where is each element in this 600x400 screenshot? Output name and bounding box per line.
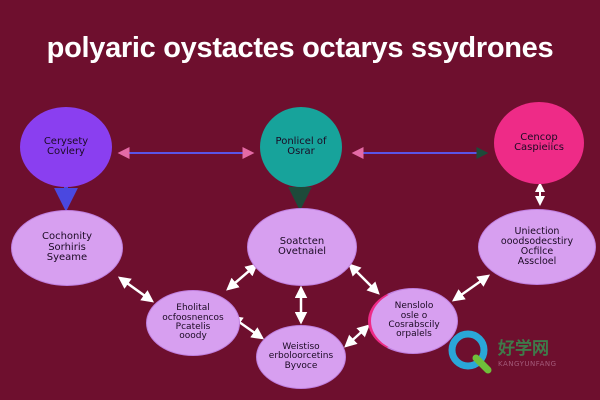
node-mid-center-line-2: Ovetnaiel	[277, 246, 327, 257]
node-top-center: Ponlicel of Osrar	[260, 107, 342, 187]
node-low-right-line-4: orpalels	[396, 329, 432, 340]
node-top-left: Cerysety Covlery	[20, 107, 112, 187]
node-top-center-line-1: Ponlicel of	[275, 135, 327, 147]
node-top-left-line-2: Covlery	[47, 146, 85, 157]
watermark-text: 好学网	[498, 339, 549, 359]
watermark-subtext: KANGYUNFANG	[498, 360, 557, 368]
node-low-center: Weistiso erboloorcetins Byvoce	[256, 325, 346, 389]
node-low-left-line-1: Eholital	[176, 303, 210, 314]
node-mid-center: Soatcten Ovetnaiel	[247, 208, 357, 286]
node-mid-center-line-1: Soatcten	[279, 235, 325, 247]
node-mid-right-line-2: ooodsodecstiry	[500, 236, 574, 248]
node-low-right-line-2: osle o	[400, 310, 428, 321]
node-low-left-line-4: ooody	[179, 331, 207, 342]
connector-mid-left-to-low-left	[117, 276, 155, 303]
node-top-right: Cencop Caspieiics	[494, 102, 584, 184]
node-low-center-line-2: erboloorcetins	[268, 351, 334, 362]
connector-mid-center-to-low-right	[348, 263, 380, 295]
node-top-left-line-1: Cerysety	[43, 135, 89, 147]
node-mid-left: Cochonity Sorhiris Syeame	[11, 210, 123, 286]
node-low-left-line-3: Pcatelis	[175, 322, 211, 332]
node-low-center-line-1: Weistiso	[282, 341, 320, 352]
node-low-left: Eholital ocfoosnencos Pcatelis ooody	[146, 290, 240, 356]
node-mid-right-line-1: Uniection	[514, 226, 560, 238]
node-mid-right-line-3: Ocfilce	[520, 246, 554, 257]
node-mid-left-line-2: Sorhiris	[48, 241, 86, 253]
connector-low-center-to-low-right	[344, 324, 370, 348]
node-low-right-line-1: Nenslolo	[394, 301, 434, 312]
node-low-right: Nenslolo osle o Cosrabscily orpalels	[368, 288, 458, 354]
node-mid-left-line-1: Cochonity	[41, 231, 92, 243]
connector-mid-right-to-low-right	[451, 274, 491, 302]
connector-mid-center-to-low-left	[226, 263, 258, 291]
node-top-center-line-2: Osrar	[287, 146, 315, 157]
node-mid-right-line-4: Asscloel	[517, 255, 557, 267]
q-logo-icon	[448, 330, 492, 374]
node-mid-right: Uniection ooodsodecstiry Ocfilce Asscloe…	[478, 209, 596, 285]
watermark: 好学网 KANGYUNFANG	[446, 326, 596, 378]
node-low-left-line-2: ocfoosnencos	[162, 312, 224, 323]
node-low-center-line-3: Byvoce	[284, 360, 318, 371]
diagram-title: polyaric oystactes octarys ssydrones	[46, 32, 554, 64]
node-top-right-line-1: Cencop	[520, 131, 558, 143]
node-low-right-line-3: Cosrabscily	[388, 320, 440, 330]
node-top-right-line-2: Caspieiics	[514, 142, 564, 153]
node-mid-left-line-3: Syeame	[46, 252, 88, 264]
